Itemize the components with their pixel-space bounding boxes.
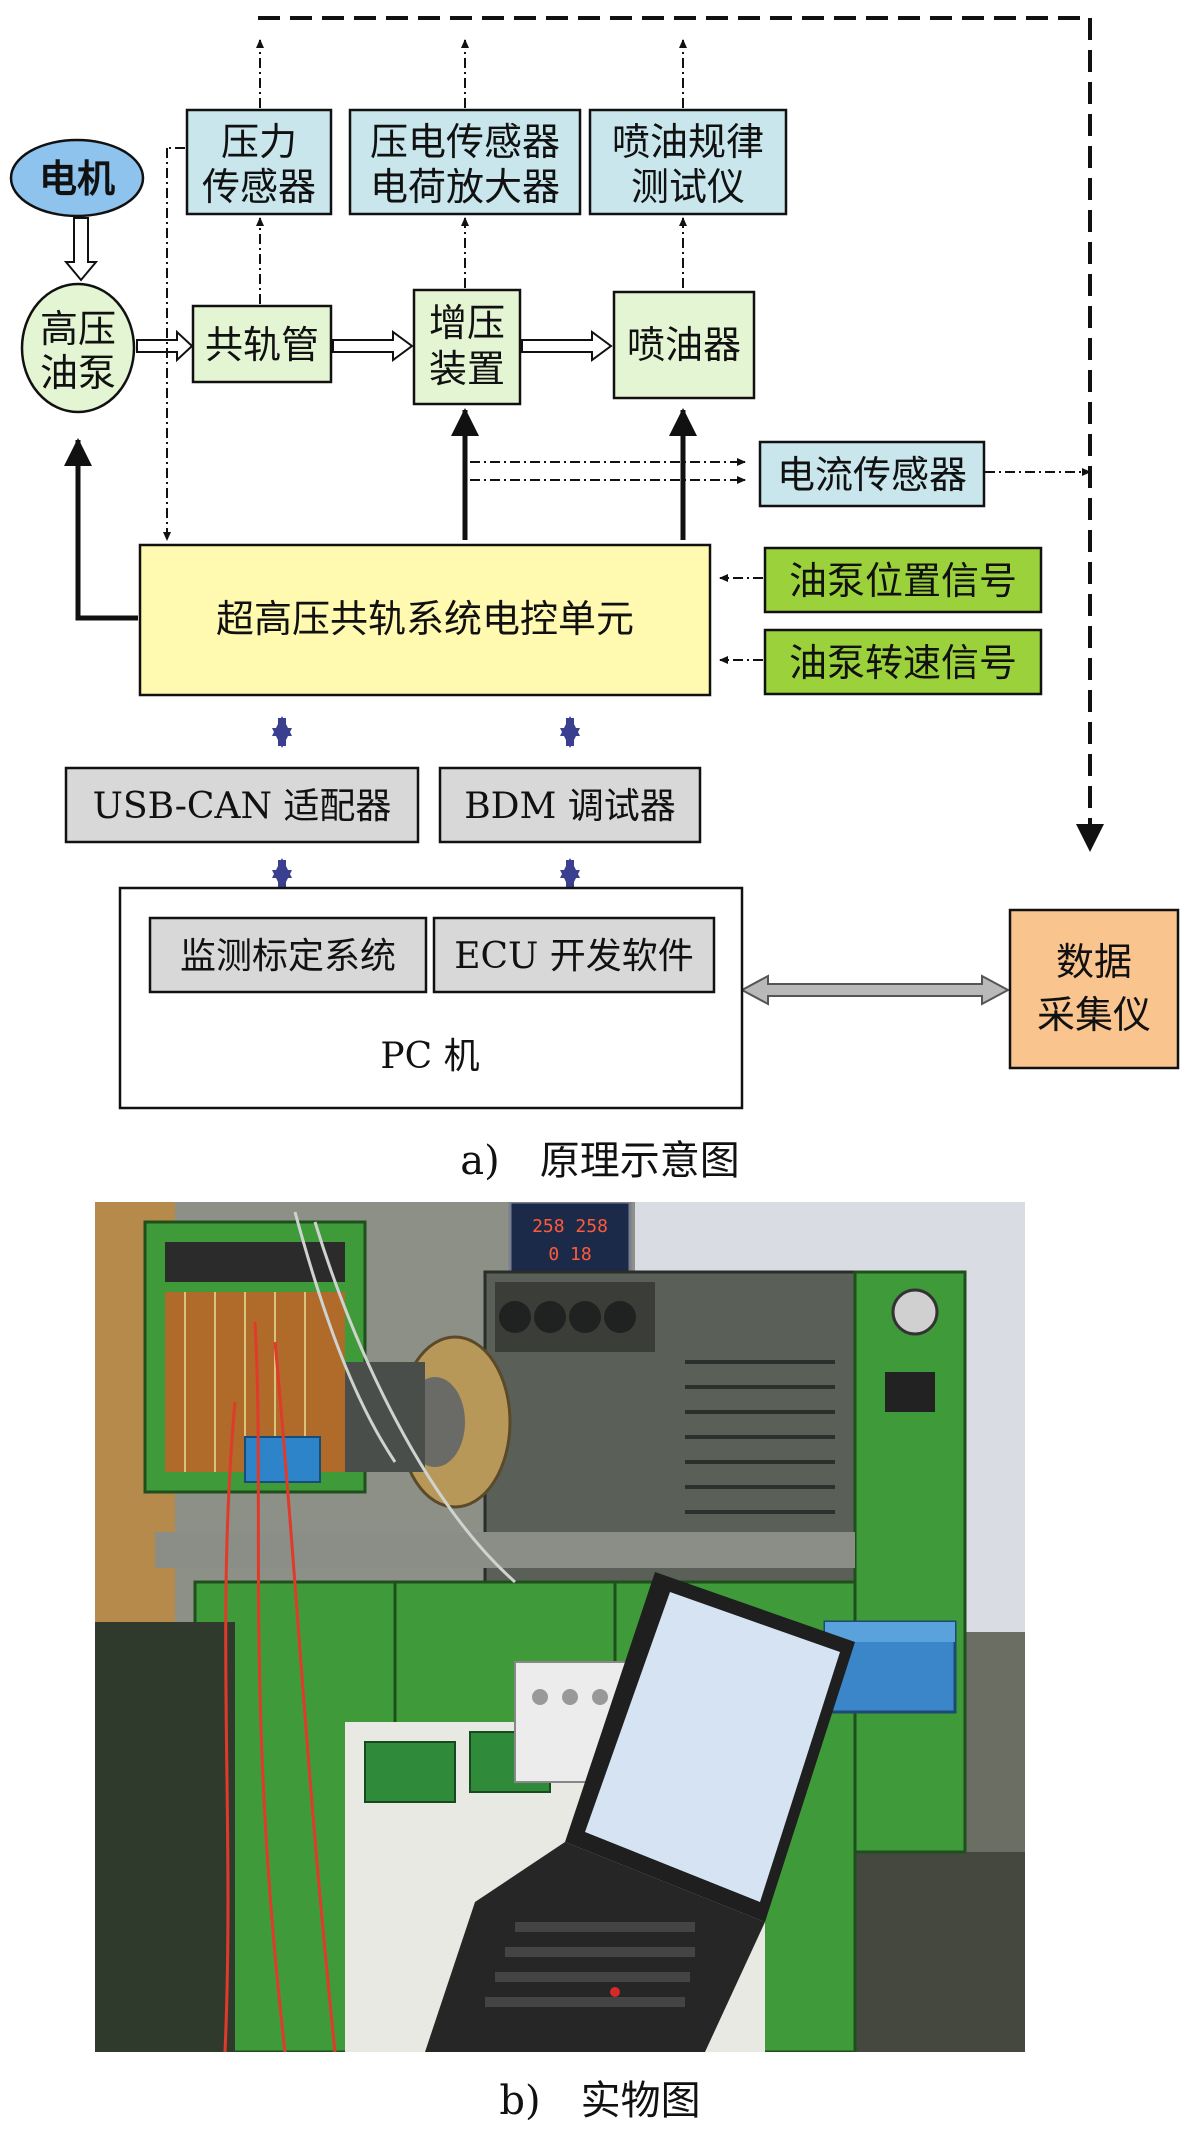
daq-line1: 数据 <box>1056 940 1132 984</box>
common-rail-node: 共轨管 <box>191 304 333 384</box>
display-readout-line1: 258 258 <box>532 1216 608 1237</box>
pc-daq-link-arrow <box>739 974 1011 1006</box>
usb-can-adapter-node: USB-CAN 适配器 <box>64 766 420 844</box>
pressure-sensor-line1: 压力 <box>221 120 297 164</box>
piezo-amp-node: 压电传感器 电荷放大器 <box>348 108 582 216</box>
hp-pump-node: 高压 油泵 <box>20 282 136 414</box>
flow-arrow-pump-to-rail <box>136 329 194 363</box>
ecu-unit-label: 超高压共轨系统电控单元 <box>216 597 634 641</box>
pc-label: PC 机 <box>380 1036 479 1077</box>
current-sensor-label: 电流传感器 <box>777 453 967 497</box>
circuit-board-1 <box>364 1741 456 1803</box>
pressure-sensor-line2: 传感器 <box>202 165 316 209</box>
injection-tester-line2: 测试仪 <box>631 165 745 209</box>
common-rail-label: 共轨管 <box>205 323 319 367</box>
daq-line2: 采集仪 <box>1037 993 1151 1037</box>
ecu-unit-node: 超高压共轨系统电控单元 <box>138 543 712 697</box>
injection-tester-node: 喷油规律 测试仪 <box>588 108 788 216</box>
bdm-debugger-node: BDM 调试器 <box>438 766 702 844</box>
daq-dashed-path <box>258 16 1104 852</box>
signal-lines <box>163 39 1091 664</box>
booster-line2: 装置 <box>429 347 505 391</box>
flow-arrow-motor-to-pump <box>63 217 99 282</box>
pressure-sensor-node: 压力 传感器 <box>185 108 333 216</box>
booster-line1: 增压 <box>429 301 505 345</box>
injector-label: 喷油器 <box>627 323 741 367</box>
caption-a: a) 原理示意图 <box>460 1138 740 1184</box>
flow-arrow-booster-to-injector <box>521 330 613 362</box>
pump-position-label: 油泵位置信号 <box>789 559 1017 603</box>
pump-speed-label: 油泵转速信号 <box>789 641 1017 685</box>
motor-node: 电机 <box>9 138 145 218</box>
motor-label: 电机 <box>39 157 115 201</box>
ecu-software-label: ECU 开发软件 <box>454 936 694 977</box>
piezo-amp-line1: 压电传感器 <box>370 120 560 164</box>
piezo-amp-line2: 电荷放大器 <box>370 165 560 209</box>
control-arrows <box>64 408 697 621</box>
bus-arrows <box>272 716 580 890</box>
hp-pump-label-line1: 高压 <box>40 307 116 351</box>
schematic-diagram: 电机 高压 油泵 压力 传感器 压电传感器 电荷放大器 喷油规律 测试仪 共轨管… <box>9 16 1180 1110</box>
usb-can-label: USB-CAN 适配器 <box>93 786 392 827</box>
test-bench-photo: 258 258 0 18 <box>95 1202 1025 2052</box>
pump-speed-signal-node: 油泵转速信号 <box>763 628 1043 696</box>
current-sensor-node: 电流传感器 <box>758 440 986 508</box>
monitor-calibration-label: 监测标定系统 <box>180 936 396 977</box>
injector-node: 喷油器 <box>612 290 756 400</box>
fuel-flow-arrows <box>63 217 613 363</box>
flow-arrow-rail-to-booster <box>332 330 414 362</box>
booster-node: 增压 装置 <box>412 288 522 406</box>
injection-tester-line1: 喷油规律 <box>612 120 764 164</box>
ecu-software-node: ECU 开发软件 <box>432 916 716 994</box>
display-panel <box>508 1202 632 1279</box>
hp-pump-label-line2: 油泵 <box>40 351 116 395</box>
bdm-label: BDM 调试器 <box>464 786 676 827</box>
daq-node: 数据 采集仪 <box>1008 908 1180 1070</box>
caption-b: b) 实物图 <box>499 2078 701 2124</box>
monitor-calibration-node: 监测标定系统 <box>148 916 428 994</box>
display-readout-line2: 0 18 <box>548 1244 591 1265</box>
pump-position-signal-node: 油泵位置信号 <box>763 546 1043 614</box>
